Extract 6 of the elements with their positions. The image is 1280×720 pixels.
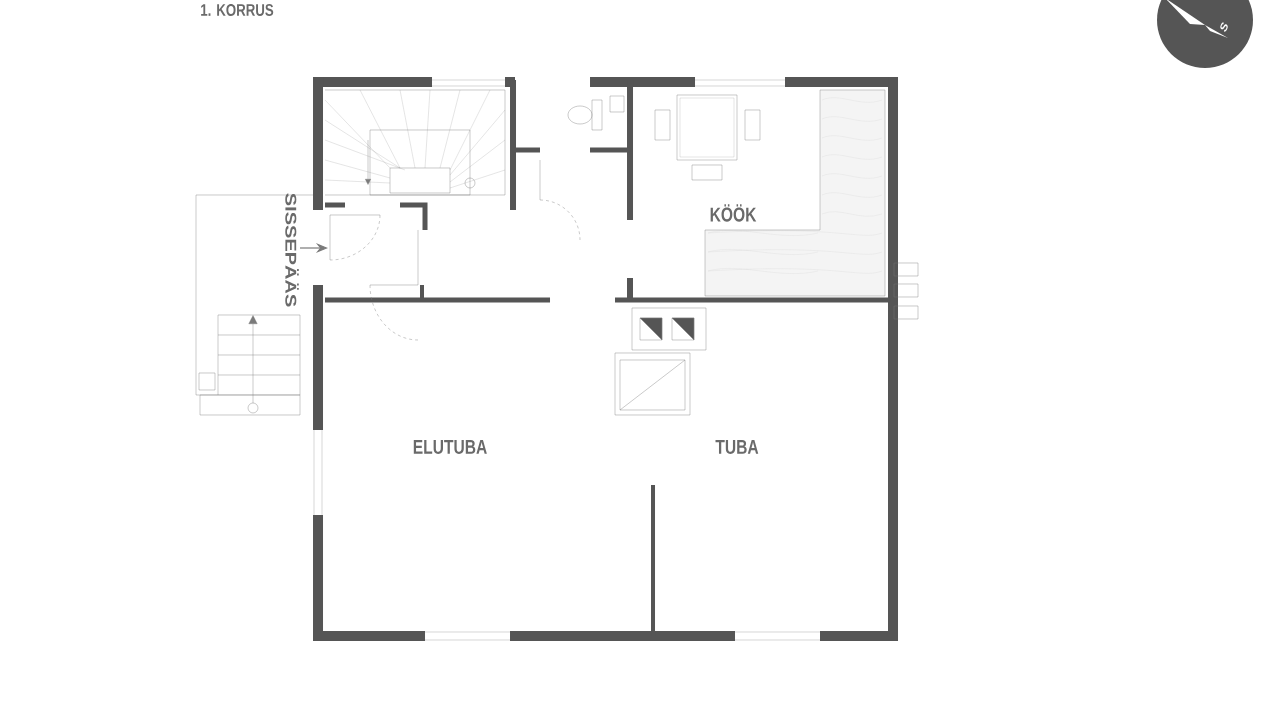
- room-label: TUBA: [715, 440, 759, 454]
- room-label: ELUTUBA: [413, 440, 487, 454]
- compass-letter: S: [1220, 22, 1228, 32]
- room-label: KÖÖK: [710, 204, 757, 222]
- room-label: SISSEPÄÄS: [285, 193, 299, 307]
- floor-label: 1. KORRUS: [201, 4, 274, 16]
